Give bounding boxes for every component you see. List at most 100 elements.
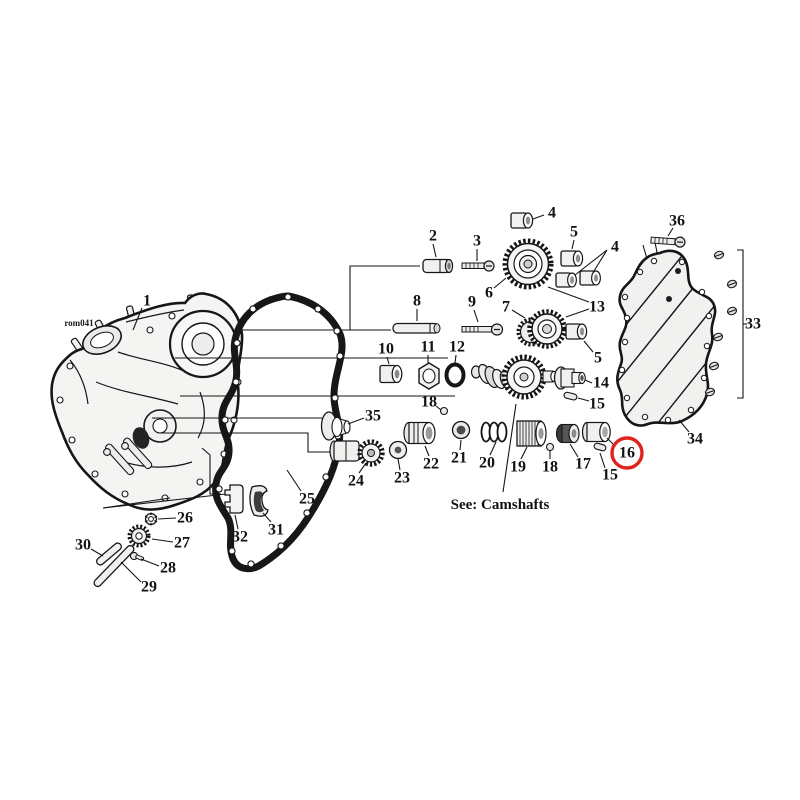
leader-line	[140, 558, 160, 567]
leader-line	[571, 239, 575, 250]
part-label-9: 9	[468, 294, 476, 311]
part-label-3: 3	[473, 233, 481, 250]
part-label-2: 2	[429, 228, 437, 245]
part-label-15: 15	[589, 396, 605, 413]
part-label-24: 24	[348, 473, 364, 490]
part-18-ball	[439, 406, 449, 416]
leader-line	[262, 512, 272, 523]
part-label-10: 10	[378, 341, 394, 358]
leader-line	[386, 356, 390, 365]
part-14-bushing	[553, 366, 586, 390]
cover-holes	[618, 257, 713, 424]
leader-line	[511, 309, 526, 319]
part-label-13: 13	[589, 299, 605, 316]
part-30-rod	[96, 542, 122, 566]
leader-line	[286, 469, 302, 492]
leader-line	[432, 243, 437, 258]
leader-line	[593, 249, 608, 272]
leader-line	[574, 249, 608, 276]
leader-line	[157, 517, 177, 520]
part-4-bushing	[510, 212, 534, 229]
part-27-gear	[127, 524, 151, 548]
leader-line	[678, 419, 690, 433]
part-23-washer	[388, 440, 408, 460]
cover-dowel-hole	[666, 296, 672, 302]
part-24-shaft-gear	[329, 439, 385, 467]
part-32-block	[224, 484, 244, 514]
leader-line	[454, 354, 457, 364]
cover-screws	[704, 250, 738, 397]
part-16-roller	[581, 421, 611, 443]
part-label-28: 28	[160, 560, 176, 577]
part-8-pin	[392, 322, 441, 334]
part-22-bushing	[403, 421, 436, 445]
part-label-30: 30	[75, 537, 91, 554]
leader-line	[583, 340, 594, 353]
part-label-36: 36	[669, 213, 685, 230]
part-5-bushing	[565, 323, 588, 340]
part-label-1: 1	[143, 293, 151, 310]
part-7-gear	[516, 309, 567, 349]
leader-line	[599, 452, 606, 469]
part-17-tappet	[555, 423, 580, 444]
leader-line	[151, 538, 174, 543]
part-9-screw	[461, 323, 504, 336]
part-label-12: 12	[449, 339, 465, 356]
leader-line	[667, 227, 674, 237]
leader-line	[358, 462, 367, 474]
leader-line	[459, 439, 462, 451]
part-15-pin	[593, 442, 607, 452]
part-18-ball	[545, 442, 555, 452]
part-10-bushing	[379, 364, 403, 384]
part-3-screw	[461, 260, 495, 272]
part-label-21: 21	[451, 450, 467, 467]
part-21-bushing	[451, 420, 471, 440]
leader-line	[584, 379, 593, 384]
leader-line	[547, 286, 590, 303]
leader-line	[520, 446, 528, 460]
leader-line	[577, 397, 590, 402]
part-label-27: 27	[174, 535, 190, 552]
part-label-11: 11	[420, 339, 435, 356]
leader-line	[132, 307, 143, 331]
leader-line	[347, 417, 365, 425]
part-label-22: 22	[423, 456, 439, 473]
cam-cover	[616, 249, 717, 427]
part-5-bushing	[560, 250, 584, 267]
leader-line	[90, 548, 104, 557]
part-label-7: 7	[502, 299, 510, 316]
part-label-29: 29	[141, 579, 157, 596]
part-20-rings	[480, 421, 508, 443]
part-label-18: 18	[542, 459, 558, 476]
part-label-6: 6	[485, 285, 493, 302]
part-label-23: 23	[394, 470, 410, 487]
part-label-34: 34	[687, 431, 703, 448]
part-label-5: 5	[594, 350, 602, 367]
part-15-pin	[563, 391, 578, 401]
part-29-rod	[93, 544, 135, 588]
part-label-31: 31	[268, 522, 284, 539]
highlight-circle	[610, 436, 644, 470]
part-label-26: 26	[177, 510, 193, 527]
part-label-17: 17	[575, 456, 591, 473]
leader-line	[493, 277, 507, 289]
camshaft-note: See: Camshafts	[451, 497, 550, 513]
part-label-5: 5	[570, 224, 578, 241]
watermark: rom041	[64, 318, 94, 328]
leader-line	[435, 405, 442, 411]
part-19-pinion	[516, 420, 547, 447]
part-4-bushing	[579, 270, 601, 286]
leader-line	[234, 514, 239, 530]
leader-line	[424, 445, 430, 457]
bracket-33	[737, 249, 744, 399]
part-label-20: 20	[479, 455, 495, 472]
cover-dowel-hole	[675, 268, 681, 274]
part-label-4: 4	[611, 239, 619, 256]
leader-line	[489, 441, 497, 456]
gasket-holes	[215, 293, 344, 568]
part-label-33: 33	[745, 316, 761, 333]
part-label-25: 25	[299, 491, 315, 508]
part-label-35: 35	[365, 408, 381, 425]
